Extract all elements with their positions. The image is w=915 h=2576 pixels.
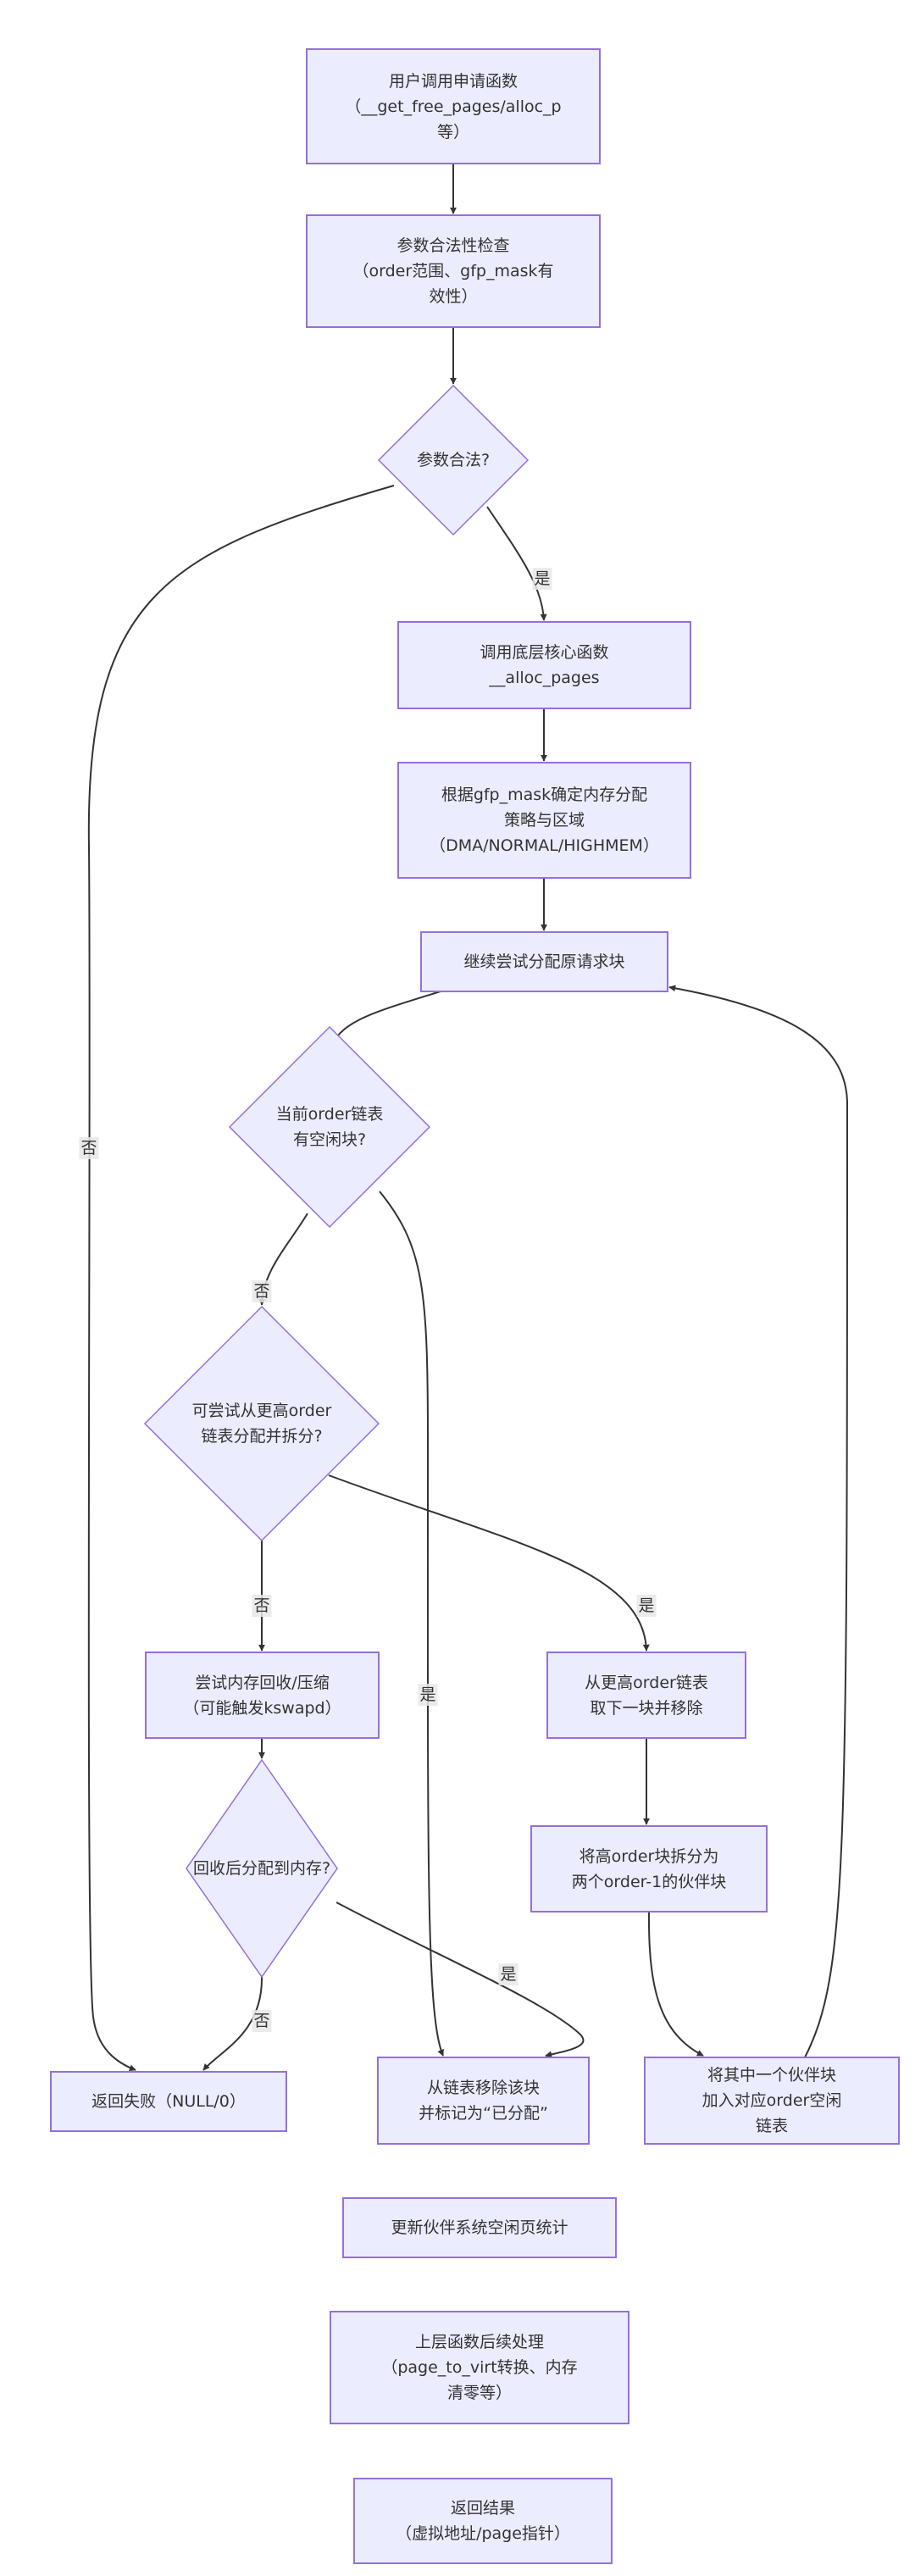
edge-reclaim-ok-to-fail: [202, 1976, 263, 2071]
process-node-zone-select: [397, 762, 691, 879]
node-label-reclaim-ok: 回收后分配到内存?: [192, 1859, 331, 1878]
edge-label: 是: [498, 1963, 518, 1985]
process-node-user-call: [306, 48, 601, 164]
edge-label: 是: [532, 568, 552, 590]
process-node-update-stats: [342, 2197, 617, 2258]
process-node-call-core: [397, 621, 691, 709]
node-label-remove-mark: 从链表移除该块 并标记为“已分配”: [419, 2079, 548, 2123]
node-label-take-higher: 从更高order链表 取下一块并移除: [585, 1673, 708, 1718]
decision-node-has-free: [228, 1025, 431, 1229]
process-node-retry-alloc: [420, 931, 668, 992]
edge-try-higher-to-take-higher: [328, 1474, 650, 1652]
edge-param-valid-to-call-core: [486, 506, 547, 621]
node-label-call-core: 调用底层核心函数 __alloc_pages: [480, 643, 609, 687]
edge-label: 是: [636, 1595, 657, 1617]
node-label-split: 将高order块拆分为 两个order-1的伙伴块: [571, 1846, 727, 1891]
node-label-fail: 返回失败（NULL/0）: [92, 2092, 246, 2111]
node-label-has-free: 当前order链表 有空闲块?: [275, 1105, 384, 1149]
process-node-remove-mark: [377, 2057, 590, 2145]
edge-label: 是: [418, 1684, 438, 1706]
node-label-try-higher: 可尝试从更高order 链表分配并拆分?: [191, 1402, 332, 1446]
node-label-reclaim: 尝试内存回收/压缩 （可能触发kswapd）: [183, 1673, 341, 1718]
process-node-reclaim: [145, 1652, 380, 1739]
process-node-split: [530, 1825, 768, 1913]
edge-split-to-add-buddy: [647, 1911, 704, 2057]
node-label-param-check: 参数合法性检查 （order范围、gfp_mask有 效性）: [352, 236, 554, 306]
decision-node-reclaim-ok: [186, 1758, 338, 1979]
decision-node-try-higher: [143, 1305, 380, 1542]
edge-label: 否: [252, 2010, 272, 2032]
process-node-param-check: [306, 214, 601, 328]
process-node-add-buddy: [644, 2057, 900, 2145]
process-node-fail: [50, 2071, 287, 2132]
node-label-user-call: 用户调用申请函数 （__get_free_pages/alloc_p 等）: [345, 71, 562, 142]
edge-label: 否: [79, 1137, 99, 1159]
edge-has-free-to-remove-mark: [379, 1191, 444, 2057]
edge-reclaim-ok-to-remove-mark: [336, 1901, 585, 2058]
edge-add-buddy-to-retry-alloc: [668, 985, 849, 2058]
process-node-post-process: [330, 2311, 629, 2424]
node-label-retry-alloc: 继续尝试分配原请求块: [463, 952, 625, 971]
edge-param-valid-to-fail: [87, 485, 395, 2072]
process-node-return-result: [353, 2478, 613, 2564]
node-label-return-result: 返回结果 （虚拟地址/page指针）: [396, 2499, 570, 2543]
node-label-zone-select: 根据gfp_mask确定内存分配 策略与区域 （DMA/NORMAL/HIGHM…: [430, 786, 659, 855]
process-node-take-higher: [546, 1652, 746, 1739]
edge-label: 否: [252, 1280, 272, 1302]
edge-retry-alloc-to-has-free: [328, 991, 441, 1052]
node-label-update-stats: 更新伙伴系统空闲页统计: [391, 2218, 568, 2237]
edge-label: 否: [252, 1595, 272, 1617]
node-label-param-valid: 参数合法?: [416, 451, 491, 469]
node-label-add-buddy: 将其中一个伙伴块 加入对应order空闲链表: [702, 2066, 842, 2135]
decision-node-param-valid: [377, 384, 530, 536]
node-label-post-process: 上层函数后续处理 （page_to_virt转换、内存 清零等）: [381, 2333, 578, 2402]
